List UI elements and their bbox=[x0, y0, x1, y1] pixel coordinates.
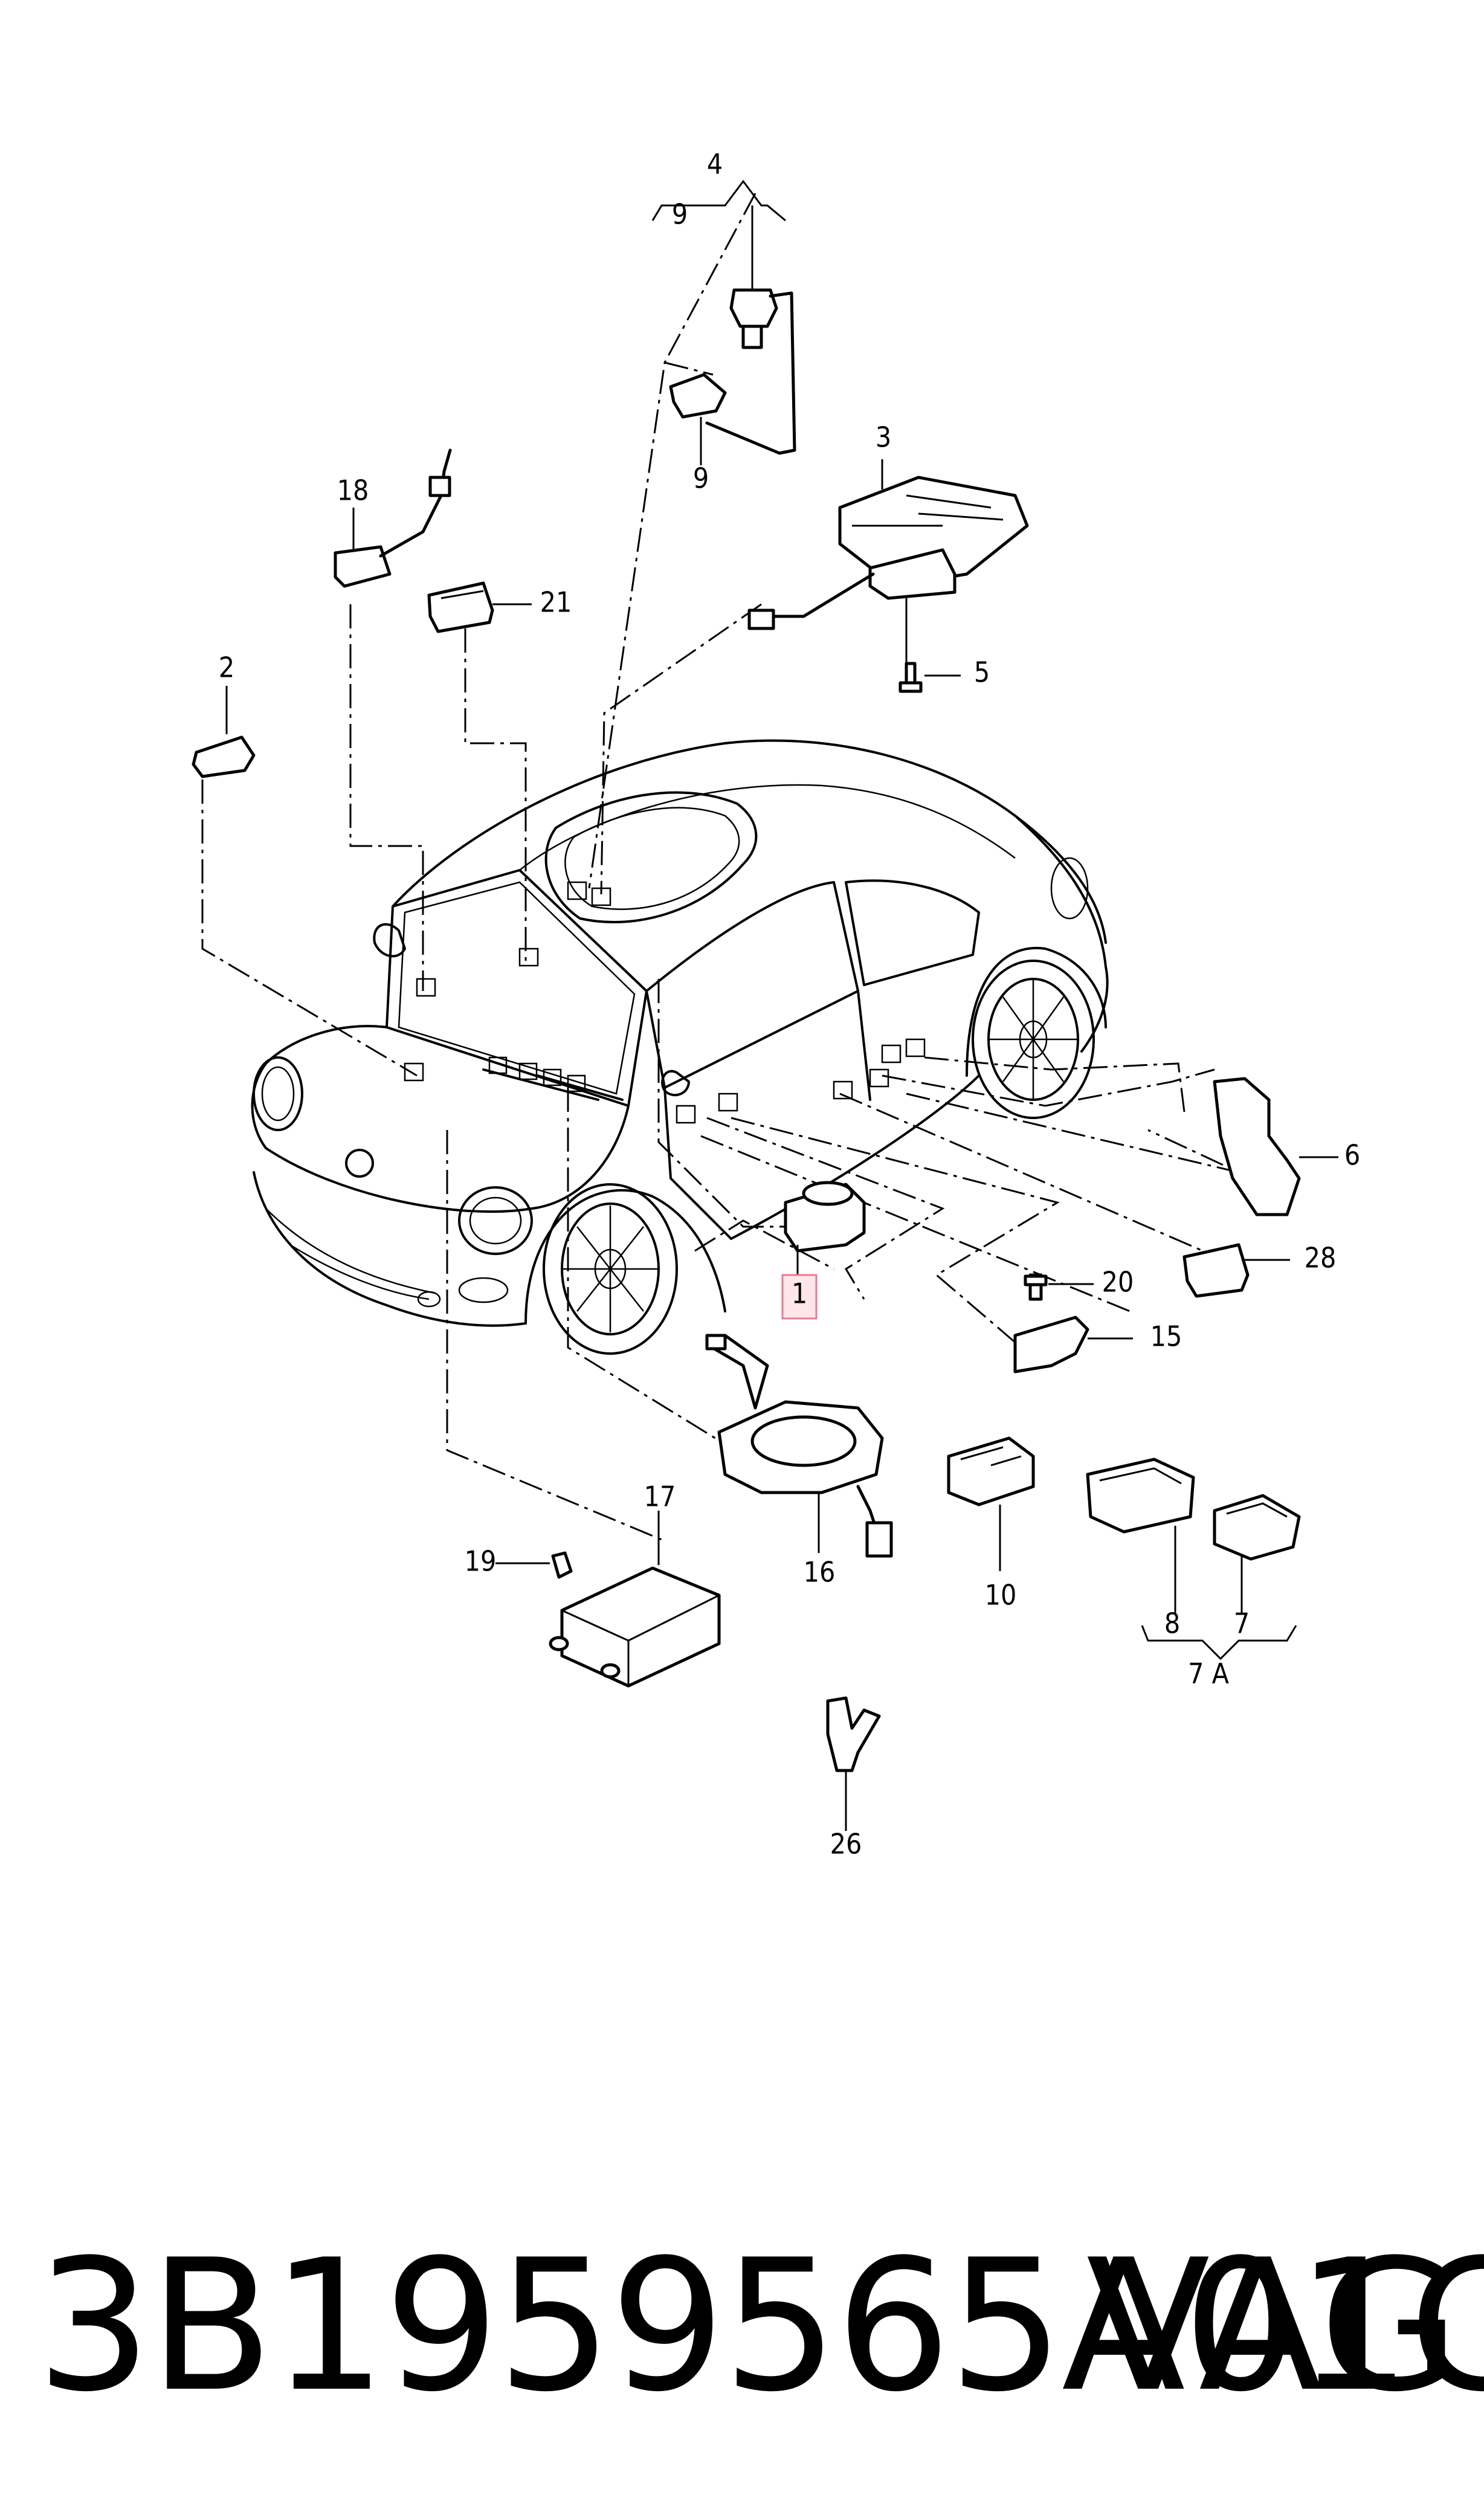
part-15-bracket bbox=[1013, 1315, 1133, 1374]
part-19-nut bbox=[495, 1551, 573, 1579]
callout-9: 9 bbox=[693, 462, 709, 495]
callout-8: 8 bbox=[1164, 1607, 1180, 1640]
part-9-sensor bbox=[669, 373, 727, 465]
part-8-switch bbox=[1086, 1458, 1195, 1613]
callout-21: 21 bbox=[540, 586, 572, 619]
part-6-bracket bbox=[1213, 1077, 1338, 1216]
callout-2: 2 bbox=[219, 651, 234, 684]
part-4-group bbox=[651, 179, 796, 455]
callout-7: 7 bbox=[1234, 1607, 1250, 1640]
callout-3: 3 bbox=[876, 421, 891, 454]
callout-16: 16 bbox=[804, 1556, 836, 1589]
callout-4: 4 bbox=[707, 148, 723, 181]
callout-10: 10 bbox=[985, 1579, 1017, 1612]
callout-6: 6 bbox=[1344, 1139, 1360, 1172]
callouts: 4 9 9 3 5 18 21 2 1 6 28 20 15 16 10 8 7… bbox=[219, 148, 1360, 1861]
part-7-switch bbox=[1213, 1494, 1301, 1613]
part-1-module bbox=[784, 1181, 866, 1275]
callout-17: 17 bbox=[644, 1480, 676, 1513]
callout-7a: 7 A bbox=[1188, 1658, 1229, 1690]
callout-28: 28 bbox=[1305, 1242, 1337, 1274]
part-10-switch bbox=[947, 1436, 1035, 1571]
part-17-module bbox=[549, 1511, 721, 1688]
callout-5: 5 bbox=[974, 656, 990, 689]
callout-9-top: 9 bbox=[672, 198, 688, 231]
leader-lines bbox=[201, 193, 1245, 1542]
part-18-sensor bbox=[334, 448, 452, 588]
callout-19: 19 bbox=[465, 1545, 497, 1578]
part-28-connector bbox=[1182, 1243, 1290, 1298]
callout-26: 26 bbox=[830, 1828, 862, 1861]
callout-1: 1 bbox=[792, 1277, 807, 1310]
part-5-screw bbox=[898, 662, 961, 693]
callout-18: 18 bbox=[337, 474, 369, 507]
footer: 3B1959565A01C VAG bbox=[0, 2200, 1484, 2453]
bracket-7a bbox=[1141, 1625, 1297, 1661]
part-26-clip bbox=[826, 1696, 881, 1831]
part-21-switch bbox=[427, 581, 532, 633]
highlight-box bbox=[781, 1274, 818, 1320]
part-2-bulb bbox=[192, 686, 256, 778]
part-16-clockspring bbox=[705, 1334, 893, 1558]
part-3-motor bbox=[747, 459, 1029, 665]
car-illustration bbox=[251, 739, 1109, 1355]
part-number: 3B1959565A01C bbox=[36, 2221, 1484, 2432]
location-markers bbox=[404, 881, 926, 1124]
part-20-screw bbox=[1024, 1273, 1094, 1301]
callout-15: 15 bbox=[1150, 1320, 1182, 1353]
callout-20: 20 bbox=[1102, 1266, 1134, 1299]
brand: VAG bbox=[1086, 2221, 1460, 2432]
